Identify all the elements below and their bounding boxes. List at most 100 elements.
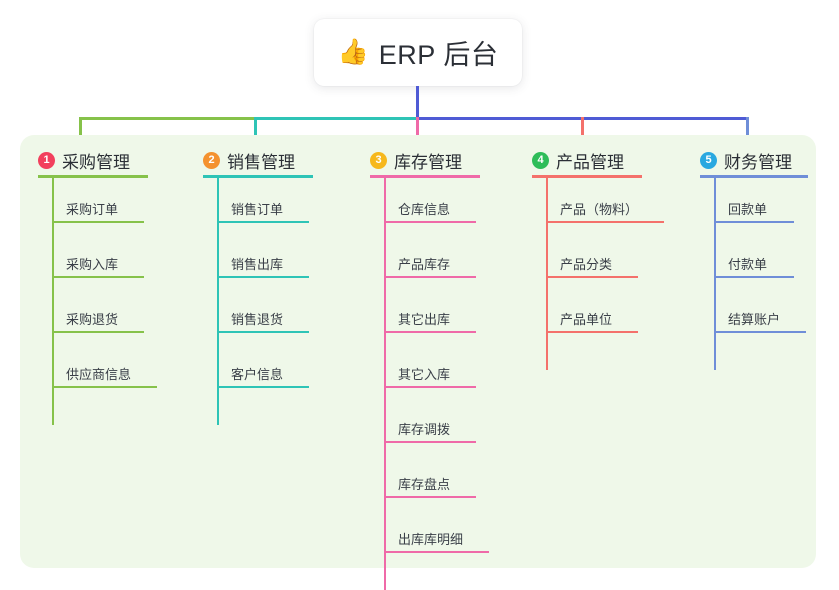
connector-bar-segment-1 [80, 117, 255, 120]
branch-item-underline [384, 331, 476, 333]
branch-item[interactable]: 采购订单 [52, 193, 144, 223]
branch-underline [700, 175, 808, 178]
branch-item-underline [217, 221, 309, 223]
branch-item-underline [217, 276, 309, 278]
thumbs-up-icon: 👍 [337, 38, 369, 66]
branch-spine [52, 175, 54, 425]
branch-item-label: 销售出库 [231, 257, 284, 272]
branch-item-underline [384, 441, 476, 443]
branch-item[interactable]: 其它出库 [384, 303, 476, 333]
branch-item-underline [52, 331, 144, 333]
branch-item-underline [52, 221, 144, 223]
branch-item-label: 销售订单 [231, 202, 284, 217]
branch-item-underline [52, 276, 144, 278]
branch-item[interactable]: 回款单 [714, 193, 794, 223]
branch-item[interactable]: 出库库明细 [384, 523, 489, 553]
branch-title: 产品管理 [556, 153, 624, 172]
branch-number-badge: 3 [370, 152, 387, 169]
branch-item-underline [384, 221, 476, 223]
branch-item[interactable]: 供应商信息 [52, 358, 157, 388]
branch-item[interactable]: 产品库存 [384, 248, 476, 278]
branch-spine [384, 175, 386, 590]
branch-item[interactable]: 采购退货 [52, 303, 144, 333]
branch-item-label: 仓库信息 [398, 202, 451, 217]
branch-item-underline [714, 276, 794, 278]
branch-item-underline [384, 386, 476, 388]
root-node-card[interactable]: 👍 ERP 后台 [314, 19, 522, 86]
branch-spine [546, 175, 548, 370]
branch-number-badge: 5 [700, 152, 717, 169]
branch-item-underline [546, 221, 664, 223]
branch-header-2[interactable]: 2 销售管理 [203, 148, 295, 173]
branch-item[interactable]: 付款单 [714, 248, 794, 278]
branch-item-label: 产品（物料） [560, 202, 639, 217]
branch-number-badge: 1 [38, 152, 55, 169]
connector-drop-1 [79, 117, 82, 151]
branch-item-label: 付款单 [728, 257, 768, 272]
branch-item-label: 库存调拨 [398, 422, 451, 437]
branch-item-label: 客户信息 [231, 367, 284, 382]
branch-item-label: 产品单位 [560, 312, 613, 327]
root-stem-line [416, 86, 419, 117]
branch-underline [532, 175, 642, 178]
branch-item-label: 采购退货 [66, 312, 119, 327]
connector-drop-3 [416, 117, 419, 151]
root-node-title: ERP 后台 [378, 40, 499, 70]
branch-item-label: 其它入库 [398, 367, 451, 382]
branch-item[interactable]: 产品（物料） [546, 193, 664, 223]
branch-item-underline [714, 221, 794, 223]
branch-item-label: 产品分类 [560, 257, 613, 272]
branch-header-3[interactable]: 3 库存管理 [370, 148, 462, 173]
branch-item-label: 采购订单 [66, 202, 119, 217]
connector-drop-2 [254, 117, 257, 151]
branch-item-underline [546, 276, 638, 278]
branch-item[interactable]: 其它入库 [384, 358, 476, 388]
branch-number-badge: 2 [203, 152, 220, 169]
branch-item-label: 其它出库 [398, 312, 451, 327]
branch-title: 财务管理 [724, 153, 792, 172]
connector-bar-segment-2 [255, 117, 417, 120]
branch-item[interactable]: 产品分类 [546, 248, 638, 278]
branch-underline [38, 175, 148, 178]
branch-item[interactable]: 库存调拨 [384, 413, 476, 443]
branch-item[interactable]: 产品单位 [546, 303, 638, 333]
branch-item[interactable]: 销售退货 [217, 303, 309, 333]
branch-item-label: 采购入库 [66, 257, 119, 272]
branch-item-underline [384, 551, 489, 553]
branch-item[interactable]: 结算账户 [714, 303, 806, 333]
branch-spine [217, 175, 219, 425]
root-node-content: 👍 ERP 后台 [338, 33, 499, 72]
branch-underline [370, 175, 480, 178]
branch-item[interactable]: 库存盘点 [384, 468, 476, 498]
branch-item[interactable]: 客户信息 [217, 358, 309, 388]
branch-spine [714, 175, 716, 370]
branch-number-badge: 4 [532, 152, 549, 169]
branch-item-underline [384, 276, 476, 278]
branch-item-label: 出库库明细 [398, 532, 464, 547]
branch-item-underline [52, 386, 157, 388]
branch-item-label: 结算账户 [728, 312, 781, 327]
branch-item-underline [217, 386, 309, 388]
branch-title: 销售管理 [227, 153, 295, 172]
branch-item[interactable]: 仓库信息 [384, 193, 476, 223]
branch-item-label: 销售退货 [231, 312, 284, 327]
connector-drop-4 [581, 117, 584, 151]
branch-item-underline [217, 331, 309, 333]
branch-item-underline [714, 331, 806, 333]
branch-item-underline [384, 496, 476, 498]
branch-item-underline [546, 331, 638, 333]
branch-item[interactable]: 销售出库 [217, 248, 309, 278]
branch-item-label: 产品库存 [398, 257, 451, 272]
branch-header-4[interactable]: 4 产品管理 [532, 148, 624, 173]
branch-item-label: 回款单 [728, 202, 768, 217]
branch-header-5[interactable]: 5 财务管理 [700, 148, 792, 173]
branch-item[interactable]: 销售订单 [217, 193, 309, 223]
branch-title: 库存管理 [394, 153, 462, 172]
branch-item[interactable]: 采购入库 [52, 248, 144, 278]
branch-item-label: 供应商信息 [66, 367, 132, 382]
connector-drop-5 [746, 117, 749, 151]
branch-underline [203, 175, 313, 178]
